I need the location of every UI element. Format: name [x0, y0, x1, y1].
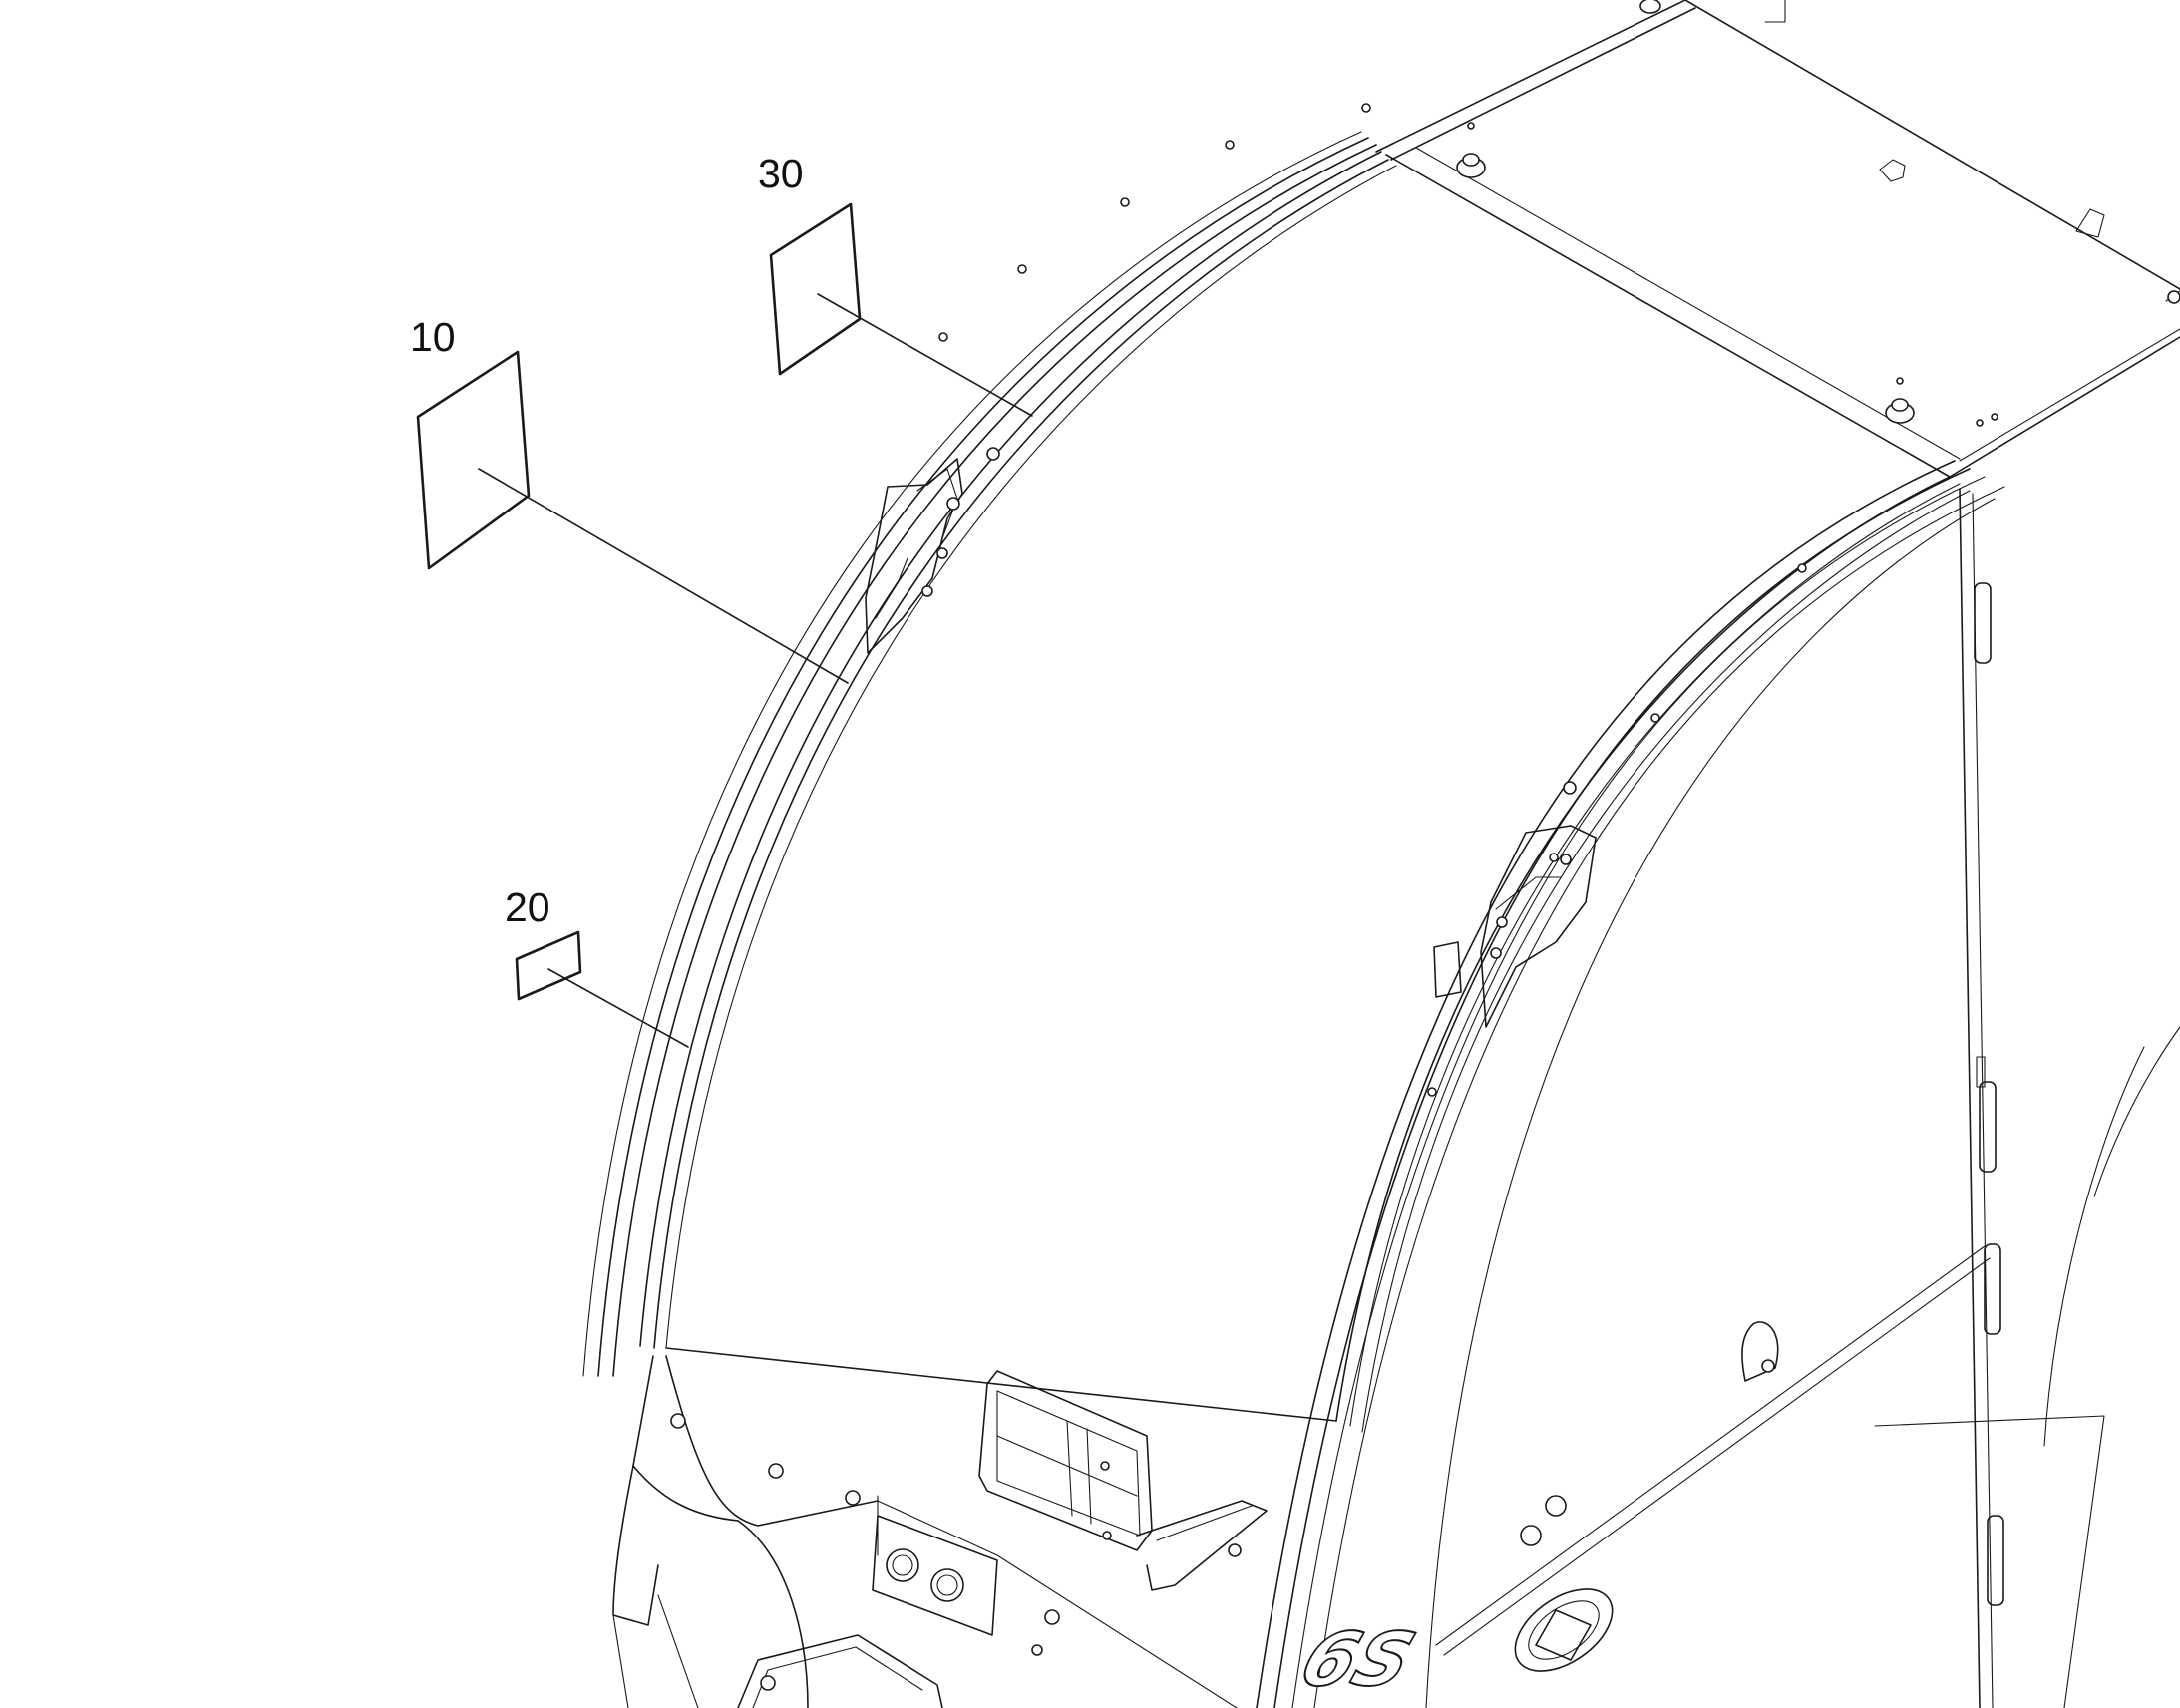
- callout-20: 30: [758, 151, 1033, 417]
- upper-left-hinge-bracket: [865, 447, 1000, 654]
- leader-line-30: [817, 293, 1033, 417]
- callout-30: 20: [505, 884, 689, 1048]
- callout-part-20: [515, 930, 582, 1001]
- leader-line-20: [547, 968, 689, 1048]
- callout-10: 10: [410, 314, 849, 684]
- right-cab-frame: [1256, 460, 2005, 1708]
- mid-hinge-bracket: [1433, 781, 1597, 1028]
- cab-door: [1425, 488, 1996, 1708]
- windscreen-glass: [639, 151, 1971, 1433]
- lower-front-body: [612, 1355, 1238, 1708]
- left-cab-frame: [582, 103, 1377, 1377]
- callout-label-10: 10: [410, 314, 456, 360]
- callout-label-20: 20: [505, 884, 550, 930]
- callout-part-30: [769, 202, 862, 376]
- callout-label-20: 30: [758, 151, 804, 196]
- callout-part-10: [416, 350, 531, 570]
- emblem-text: 6S: [1289, 1617, 1425, 1703]
- door-hinges: [1974, 582, 2004, 1606]
- cab-roof-panel: [1375, 0, 2180, 478]
- leader-line-10: [478, 468, 849, 684]
- work-light: [978, 1370, 1268, 1591]
